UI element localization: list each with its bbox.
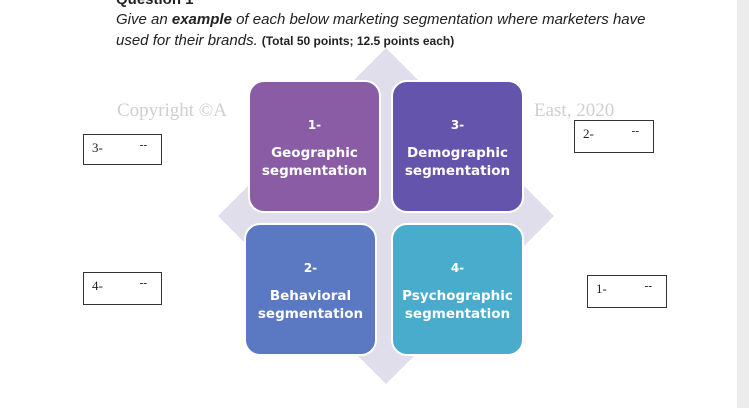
answer-label: 3- <box>92 140 103 155</box>
segment-number: 2- <box>303 261 318 275</box>
segment-number: 1- <box>307 118 322 132</box>
segment-title: Psychographic <box>402 288 513 304</box>
segment-title: Behavioral <box>269 288 352 304</box>
points-note: (Total 50 points; 12.5 points each) <box>261 34 455 48</box>
segment-title: Demographic <box>406 145 509 161</box>
answer-value: -- <box>631 125 639 137</box>
instruction-text-1: Give an <box>116 11 172 28</box>
segment-subtitle: segmentation <box>261 163 368 179</box>
question-instruction: Give an example of each below marketing … <box>116 9 676 52</box>
answer-box-left-bottom[interactable]: 4- -- <box>83 272 162 305</box>
answer-label: 1- <box>596 281 607 296</box>
watermark-left: Copyright ©A <box>117 100 227 121</box>
segment-demographic: 3- Demographic segmentation <box>391 80 524 213</box>
segment-number: 3- <box>450 118 465 132</box>
answer-value: -- <box>644 280 652 292</box>
instruction-text-2: of each below marketing segmentation whe… <box>116 11 646 49</box>
segment-subtitle: segmentation <box>257 306 364 322</box>
segment-psychographic: 4- Psychographic segmentation <box>391 223 524 356</box>
answer-label: 2- <box>583 126 594 141</box>
segment-number: 4- <box>450 261 465 275</box>
segment-geographic: 1- Geographic segmentation <box>248 80 381 213</box>
answer-box-left-top[interactable]: 3- -- <box>83 134 162 165</box>
segment-behavioral: 2- Behavioral segmentation <box>244 223 377 356</box>
instruction-emphasis: example <box>171 11 232 28</box>
answer-label: 4- <box>92 278 103 293</box>
answer-box-right-top[interactable]: 2- -- <box>574 120 654 153</box>
answer-value: -- <box>139 277 147 289</box>
watermark-right: East, 2020 <box>534 100 615 121</box>
segment-title: Geographic <box>271 145 358 161</box>
segment-subtitle: segmentation <box>404 163 511 179</box>
question-heading: Question 1 <box>116 0 194 8</box>
answer-value: -- <box>139 139 147 151</box>
answer-box-right-bottom[interactable]: 1- -- <box>587 275 667 308</box>
segment-subtitle: segmentation <box>404 306 511 322</box>
